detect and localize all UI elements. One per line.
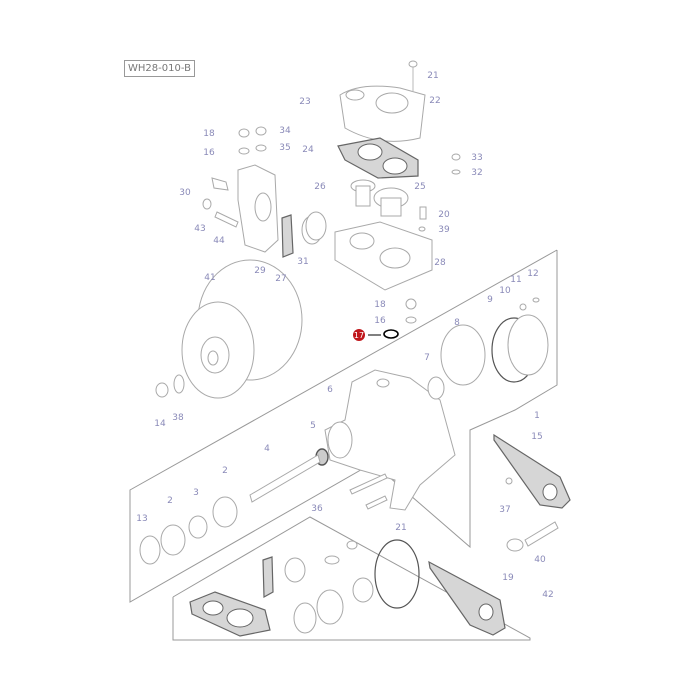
gasket-27-and-ring-31: [281, 211, 327, 258]
thermostat-cover-part: [339, 60, 426, 142]
callout-label[interactable]: 16: [203, 148, 215, 158]
callout-label-highlighted[interactable]: 17: [354, 331, 364, 340]
callout-label[interactable]: 41: [204, 273, 215, 283]
callout-label[interactable]: 21: [395, 523, 406, 533]
callout-label[interactable]: 18: [203, 129, 215, 139]
callout-label[interactable]: 26: [314, 182, 326, 192]
callout-label[interactable]: 3: [193, 488, 199, 498]
callout-label[interactable]: 24: [302, 145, 314, 155]
callout-label[interactable]: 13: [136, 514, 147, 524]
highlight-marker[interactable]: [353, 329, 365, 341]
gasket-15-and-fittings: [493, 433, 571, 552]
assembly-frame-1: [129, 249, 558, 603]
callout-label[interactable]: 11: [510, 275, 521, 285]
callout-label[interactable]: 2: [167, 496, 173, 506]
callout-label[interactable]: 18: [374, 300, 386, 310]
callout-label[interactable]: 20: [438, 210, 450, 220]
thermostat-housing-28: [334, 221, 433, 291]
callout-label[interactable]: 22: [429, 96, 440, 106]
callout-label[interactable]: 15: [531, 432, 542, 442]
o-ring-17: [368, 298, 417, 339]
callout-label[interactable]: 38: [172, 413, 184, 423]
shaft-and-bearings-2-5-13: [139, 448, 388, 565]
callout-label[interactable]: 21: [427, 71, 438, 81]
thermostats-25-26: [350, 179, 409, 217]
callout-label[interactable]: 2: [222, 466, 228, 476]
callout-label[interactable]: 30: [179, 188, 191, 198]
diagram-reference-code: WH28-010-B: [124, 60, 195, 77]
bolts-20-39-33-32: [418, 153, 461, 232]
callout-label[interactable]: 12: [527, 269, 538, 279]
callout-label[interactable]: 23: [299, 97, 310, 107]
callout-label[interactable]: 19: [502, 573, 514, 583]
callout-label[interactable]: 40: [534, 555, 546, 565]
callout-label[interactable]: 42: [542, 590, 553, 600]
callout-label[interactable]: 29: [254, 266, 266, 276]
kit-frame-42: [172, 516, 531, 641]
pulley-41: [155, 259, 303, 399]
callout-label[interactable]: 9: [487, 295, 493, 305]
gasket-kit-42-contents: [189, 539, 506, 637]
callout-label[interactable]: 32: [471, 168, 482, 178]
callout-label[interactable]: 31: [297, 257, 308, 267]
callout-label[interactable]: 16: [374, 316, 386, 326]
callout-label[interactable]: 36: [311, 504, 323, 514]
callout-label[interactable]: 44: [213, 236, 225, 246]
callout-label[interactable]: 43: [194, 224, 205, 234]
callout-label[interactable]: 28: [434, 258, 446, 268]
outlet-housing-29: [202, 126, 279, 253]
callout-label[interactable]: 6: [327, 385, 333, 395]
callout-label[interactable]: 37: [499, 505, 510, 515]
gasket-24: [337, 137, 419, 179]
callout-label[interactable]: 8: [454, 318, 460, 328]
callout-label[interactable]: 33: [471, 153, 482, 163]
callout-label[interactable]: 34: [279, 126, 291, 136]
impeller-and-cover-7-10: [427, 297, 549, 400]
callout-label[interactable]: 25: [414, 182, 425, 192]
pump-body-6: [324, 369, 456, 511]
callout-label[interactable]: 14: [154, 419, 166, 429]
callout-label[interactable]: 4: [264, 444, 270, 454]
callout-label[interactable]: 5: [310, 421, 316, 431]
callout-label[interactable]: 10: [499, 286, 511, 296]
callout-label[interactable]: 27: [275, 274, 286, 284]
callout-label[interactable]: 39: [438, 225, 450, 235]
callout-label[interactable]: 7: [424, 353, 430, 363]
callout-label[interactable]: 35: [279, 143, 290, 153]
callout-label[interactable]: 1: [534, 411, 540, 421]
